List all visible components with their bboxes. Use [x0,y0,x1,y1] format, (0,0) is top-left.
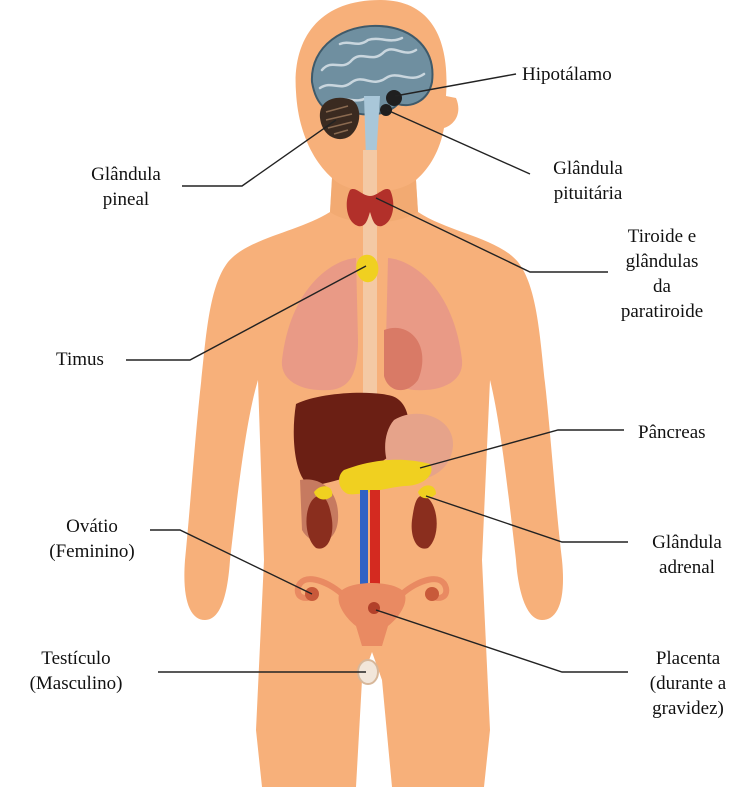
label-timus-line-1: Timus [56,347,104,372]
vena-cava [360,490,368,590]
label-pituitaria-line-1: Glândula [534,156,642,181]
label-pituitaria-line-2: pituitária [534,181,642,206]
label-adrenal: Glândula adrenal [634,530,740,580]
label-testiculo-line-1: Testículo [14,646,138,671]
placenta-point [368,602,380,614]
label-pineal: Glândula pineal [72,162,180,212]
label-adrenal-line-2: adrenal [634,555,740,580]
label-placenta-line-1: Placenta [630,646,746,671]
label-placenta-line-2: (durante a [630,671,746,696]
label-timus: Timus [56,347,104,372]
label-placenta: Placenta (durante a gravidez) [630,646,746,721]
left-ovary [425,587,439,601]
label-ovario-line-2: (Feminino) [36,539,148,564]
label-tiroide-line-4: paratiroide [604,299,720,324]
label-adrenal-line-1: Glândula [634,530,740,555]
label-hipotalamo-line-1: Hipotálamo [522,62,612,87]
label-tiroide: Tiroide e glândulas da paratiroide [604,224,720,324]
label-pituitaria: Glândula pituitária [534,156,642,206]
label-tiroide-line-2: glândulas [604,249,720,274]
label-hipotalamo: Hipotálamo [522,62,612,87]
label-pineal-line-2: pineal [72,187,180,212]
label-testiculo: Testículo (Masculino) [14,646,138,696]
label-pancreas-line-1: Pâncreas [638,420,706,445]
pituitary-gland [380,104,392,116]
label-tiroide-line-3: da [604,274,720,299]
aorta [370,490,380,590]
hypothalamus-gland [386,90,402,106]
label-pancreas: Pâncreas [638,420,706,445]
label-placenta-line-3: gravidez) [630,696,746,721]
label-tiroide-line-1: Tiroide e [604,224,720,249]
label-pineal-line-1: Glândula [72,162,180,187]
label-ovario: Ovátio (Feminino) [36,514,148,564]
label-ovario-line-1: Ovátio [36,514,148,539]
label-testiculo-line-2: (Masculino) [14,671,138,696]
